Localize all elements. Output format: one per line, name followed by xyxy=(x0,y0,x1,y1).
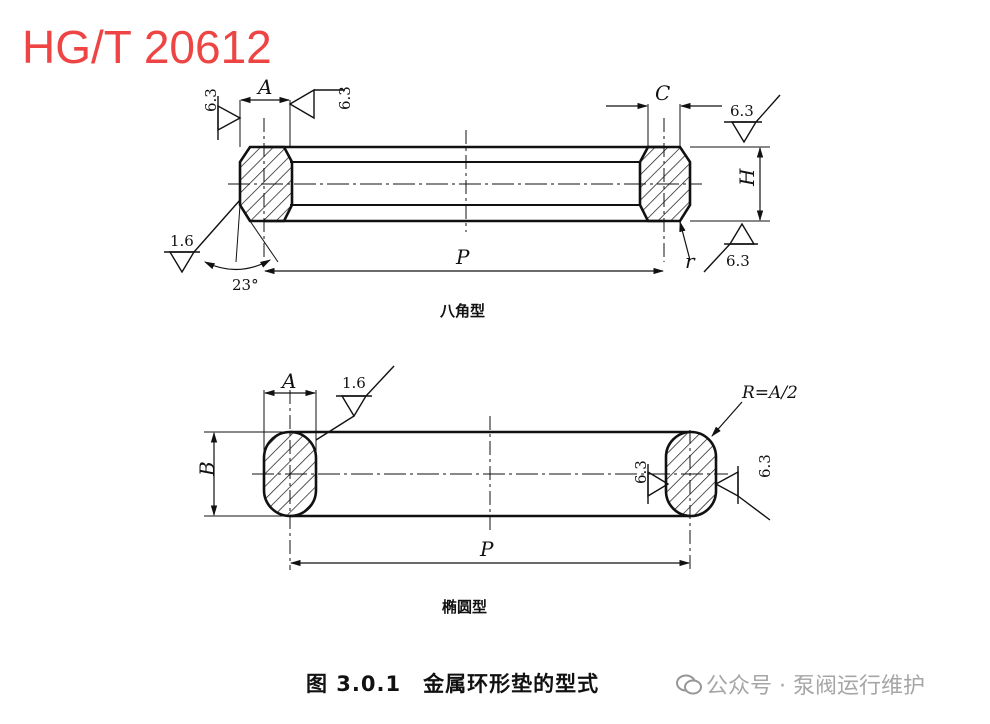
octagonal-caption: 八角型 xyxy=(440,302,486,320)
oval-labels: A B P R=A/2 1.6 6.3 6.3 xyxy=(195,369,798,561)
wechat-icon xyxy=(676,674,702,695)
oct-rough-tr: 6.3 xyxy=(730,102,754,120)
watermark: 公众号 · 泵阀运行维护 xyxy=(676,668,925,700)
oct-roughness-symbols xyxy=(164,88,781,274)
oct-dim-h: H xyxy=(735,168,759,187)
oval-type-view xyxy=(204,389,743,570)
figure-caption: 图 3.0.1 金属环形垫的型式 xyxy=(306,668,621,698)
oct-dim-a: A xyxy=(256,75,272,99)
oct-rough-tl1: 6.3 xyxy=(202,88,220,112)
oct-rough-tl2: 6.3 xyxy=(336,86,354,110)
oct-rough-bl: 1.6 xyxy=(170,232,194,250)
oval-dim-b: B xyxy=(195,461,219,477)
oct-dim-r: r xyxy=(685,249,696,273)
oval-rough-top: 1.6 xyxy=(342,374,366,392)
oval-radius-note: R=A/2 xyxy=(741,383,798,403)
oct-angle: 23° xyxy=(232,276,259,294)
oct-rough-br: 6.3 xyxy=(726,252,750,270)
oval-dim-p: P xyxy=(479,537,494,561)
oct-dim-p: P xyxy=(455,245,470,269)
figure-title: 金属环形垫的型式 xyxy=(423,672,600,696)
octagonal-labels: A C H P r 23° 6.3 6.3 6.3 6.3 1.6 xyxy=(170,75,759,294)
oval-roughness-symbols xyxy=(315,365,771,521)
oval-caption: 椭圆型 xyxy=(442,598,488,616)
oval-rough-r1: 6.3 xyxy=(632,460,650,484)
watermark-text: 公众号 · 泵阀运行维护 xyxy=(706,674,925,699)
oval-rough-r2: 6.3 xyxy=(756,454,774,478)
standard-title: HG/T 20612 xyxy=(22,21,272,73)
oval-dim-a: A xyxy=(280,369,296,393)
octagonal-type-view xyxy=(204,96,770,275)
figure-number: 图 3.0.1 xyxy=(306,672,402,696)
oct-dim-c: C xyxy=(655,81,670,105)
